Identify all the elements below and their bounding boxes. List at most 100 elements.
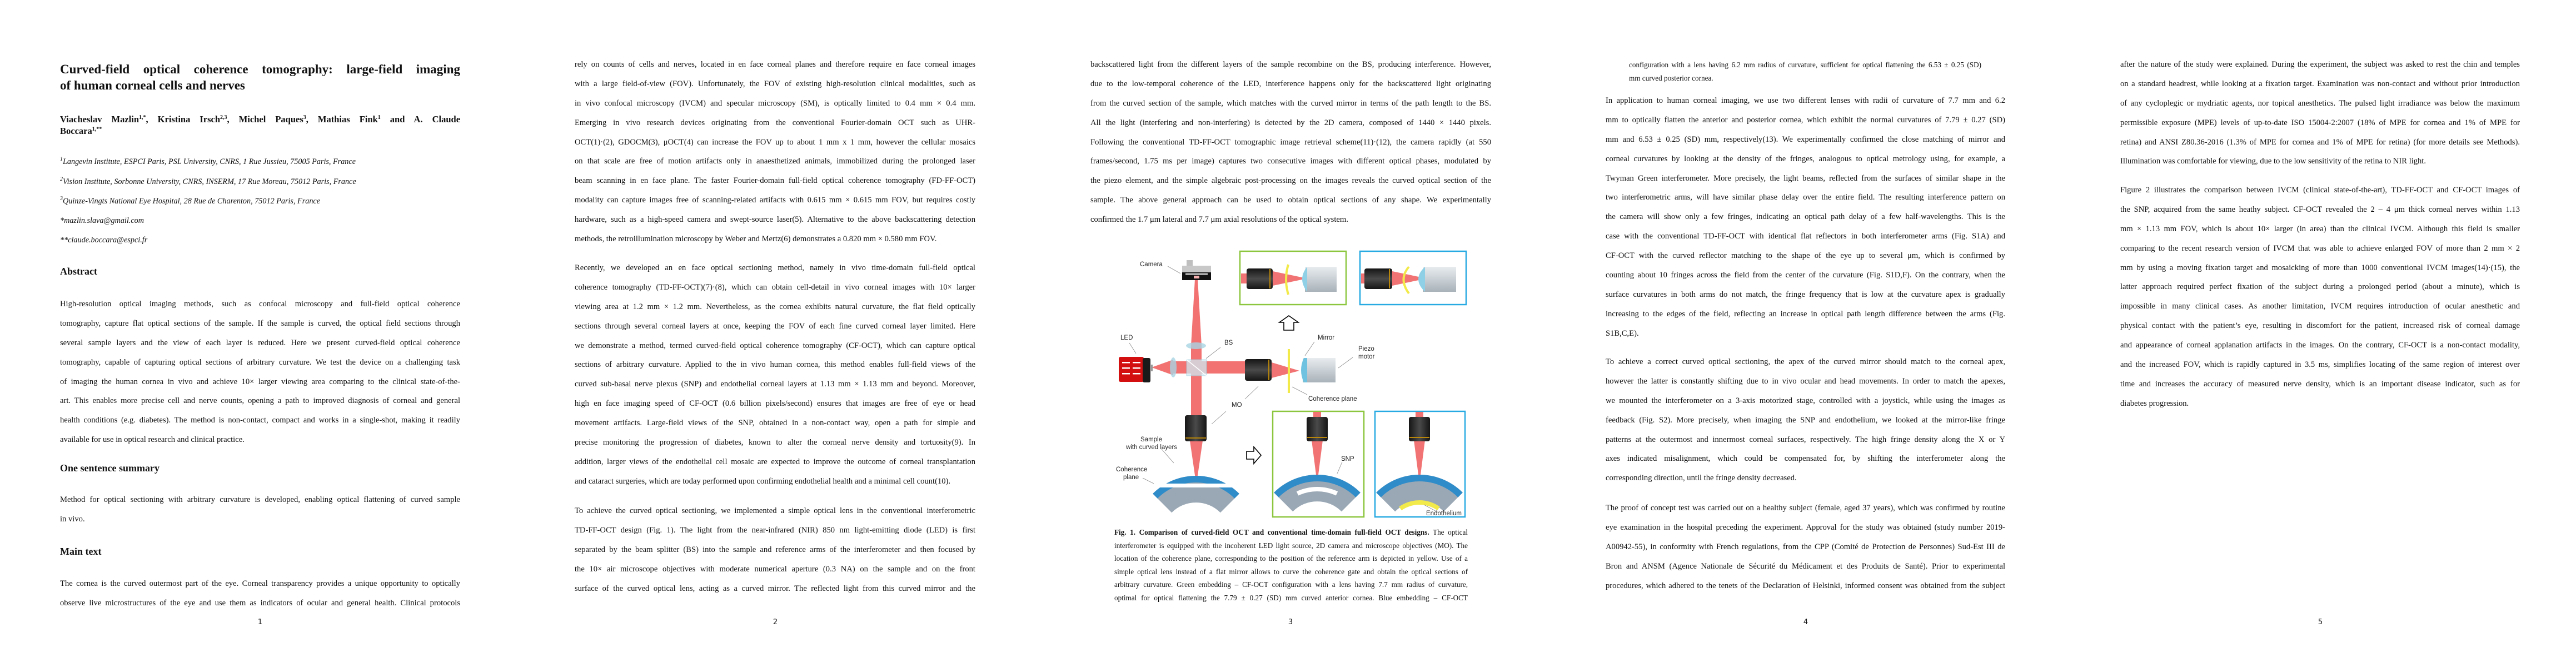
text-line: mm × 1.13 mm FOV, which is about 10× lar… — [2120, 224, 2520, 233]
text-line: viewing area at 1.2 mm × 1.2 mm. Neverth… — [575, 302, 975, 311]
caption-line: Fig. 1. Comparison of curved-field OCT a… — [1114, 526, 1468, 539]
author-separator: , — [146, 114, 148, 125]
text-line: mm curved posterior cornea. — [1629, 73, 1713, 82]
text-line: from the curved section of the sample, w… — [1090, 98, 1491, 108]
label-led: LED — [1120, 335, 1133, 341]
text-line: sections through several corneal layers … — [575, 321, 975, 331]
text-line: location of the coherence plane, corresp… — [1114, 554, 1468, 563]
figure-1-caption-continued: configuration with a lens having 6.2 mm … — [1629, 58, 1981, 84]
text-line: the SNP, acquired from the same heathy s… — [2120, 205, 2520, 214]
main-text-heading: Main text — [60, 546, 102, 557]
affiliation-text: Vision Institute, Sorbonne University, C… — [63, 177, 356, 186]
text-line: methods, the retroillumination microscop… — [575, 235, 937, 244]
text-line: Following the conventional TD-FF-OCT tom… — [1090, 137, 1491, 147]
text-line: Bron and ANSM (Agence Nationale de Sécur… — [1606, 561, 2005, 571]
text-line: counting about 10 fringes across the fie… — [1606, 271, 2005, 280]
microscope-objective-icon — [1185, 415, 1207, 441]
text-line: after the nature of the study were expla… — [2120, 60, 2520, 69]
body-paragraph: To achieve a correct curved optical sect… — [1606, 352, 2005, 488]
microscope-objective-icon — [1245, 359, 1272, 381]
page-2: 2 — [515, 0, 1030, 667]
text-line: movement artifacts. Large-field views of… — [575, 419, 975, 428]
body-paragraph: Recently, we developed an en face optica… — [575, 258, 975, 491]
text-line: In application to human corneal imaging,… — [1606, 96, 2005, 105]
inset-beams — [1312, 412, 1425, 479]
summary-heading: One sentence summary — [60, 462, 160, 474]
author-list: Viacheslav Mazlin1,*, Kristina Irsch2,3,… — [60, 113, 460, 137]
paper-title: Curved-field optical coherence tomograph… — [60, 61, 460, 93]
abstract-text: High-resolution optical imaging methods,… — [60, 295, 460, 450]
text-line: OCT(1)·(2), GDOCM(3), μOCT(4) can increa… — [575, 137, 975, 147]
text-line: several sample layers and the view of ea… — [60, 338, 460, 347]
text-line: sections of arbitrary curvature. Applied… — [575, 360, 975, 370]
text-line: confirmed the 1.7 μm lateral and 7.7 μm … — [1090, 215, 1348, 225]
page-5: 5 — [2061, 0, 2576, 667]
text-line: Figure 2 illustrates the comparison betw… — [2120, 186, 2520, 195]
up-arrow-icon — [1278, 315, 1300, 331]
text-line: tomography, capture flat optical section… — [60, 318, 460, 328]
text-line: All the light (interfering and non-inter… — [1090, 118, 1491, 127]
page-number: 5 — [2318, 618, 2323, 626]
text-line: impossible in many clinical cases. As an… — [2120, 302, 2520, 311]
affiliation: 3Quinze-Vingts National Eye Hospital, 28… — [60, 196, 320, 207]
led-icon — [1119, 357, 1153, 382]
green-inset-reference-arm — [1239, 250, 1347, 306]
label-mirror: Mirror — [1318, 335, 1334, 341]
text-line: beam scanning in en face plane. The fast… — [575, 176, 975, 186]
text-line: observe live microstructures of the eye … — [60, 598, 460, 608]
microscope-objective-icon — [1307, 417, 1328, 441]
label-sample: with curved layers — [1125, 444, 1177, 451]
author-affiliation-mark: 1,** — [92, 126, 102, 132]
author: Viacheslav Mazlin — [60, 114, 139, 125]
camera-icon — [1182, 260, 1211, 280]
author-line: Viacheslav Mazlin1,*, Kristina Irsch2,3,… — [60, 113, 460, 125]
text-line: patterns at the outermost and innermost … — [1606, 435, 2005, 444]
text-line: art. This enables more precise cell and … — [60, 396, 460, 406]
caption-body: interferometer is equipped with the inco… — [1114, 539, 1468, 605]
text-line: S1B,C,E). — [1606, 328, 1639, 338]
text-line: physical contact with the patient’s eye,… — [2120, 321, 2520, 331]
author: Boccara — [60, 126, 92, 136]
label-piezo: Piezo — [1358, 346, 1374, 352]
text-line: hardware, such as a high-speed camera an… — [575, 215, 975, 225]
affiliation-mark: 3 — [60, 196, 63, 202]
text-line: precise monitoring the progression of di… — [575, 438, 975, 447]
text-line: The proof of concept test was carried ou… — [1606, 504, 2005, 512]
text-line: coherence tomography (TD-FF-OCT)(7)·(8),… — [575, 282, 975, 292]
right-arrow-icon — [1246, 445, 1262, 465]
text-line: surface curvatures in both arms do not m… — [1606, 290, 2005, 299]
text-line: and appearance of corneal applanation ar… — [2120, 341, 2520, 350]
text-line: surface of the curved optical lens, acti… — [575, 584, 975, 593]
author: A. Claude — [413, 114, 461, 125]
label-coherence-plane: plane — [1123, 474, 1139, 481]
label-sample: Sample — [1140, 436, 1162, 443]
text-line: separated by the beam splitter (BS) into… — [575, 545, 975, 554]
beam-splitter-icon — [1186, 359, 1207, 376]
text-line: CF-OCT with the curved reflector matchin… — [1606, 251, 2005, 261]
text-line: Method for optical sectioning with arbit… — [60, 495, 460, 504]
text-line: and cataract surgeries, which are today … — [575, 476, 951, 486]
page-number: 3 — [1288, 618, 1293, 626]
text-line: retina) and ANSI Z80.36-2016 (1.3% of MP… — [2120, 137, 2520, 147]
text-line: mm by using a moving fixation target and… — [2120, 263, 2520, 272]
lens-icon — [1186, 342, 1206, 349]
text-line: interferometer is equipped with the inco… — [1114, 541, 1468, 550]
text-line: feedback (Fig. S2). More precisely, when… — [1606, 415, 2005, 425]
figure-1-setup-diagram: Camera LED BS Mirror Piezo motor Coheren… — [1116, 250, 1467, 518]
corresponding-email[interactable]: **claude.boccara@espci.fr — [60, 236, 148, 245]
page-number: 2 — [773, 618, 778, 626]
author-separator: , — [306, 114, 308, 125]
text-line: To achieve the curved optical sectioning… — [575, 506, 975, 515]
figure-1-caption: Fig. 1. Comparison of curved-field OCT a… — [1114, 526, 1468, 604]
label-camera: Camera — [1140, 261, 1163, 268]
title-line: Curved-field optical coherence tomograph… — [60, 62, 460, 76]
page-3: 3 — [1030, 0, 1546, 667]
author-separator: and — [380, 114, 405, 125]
page-number: 4 — [1803, 618, 1808, 626]
corresponding-email[interactable]: *mazlin.slava@gmail.com — [60, 216, 144, 225]
text-line: eye examination in the hospital precedin… — [1606, 522, 2005, 532]
author: Michel Paques — [238, 114, 303, 125]
page-number: 1 — [257, 618, 263, 626]
label-endothelium: Endothelium — [1426, 510, 1462, 517]
caption-title: Fig. 1. Comparison of curved-field OCT a… — [1114, 528, 1429, 536]
